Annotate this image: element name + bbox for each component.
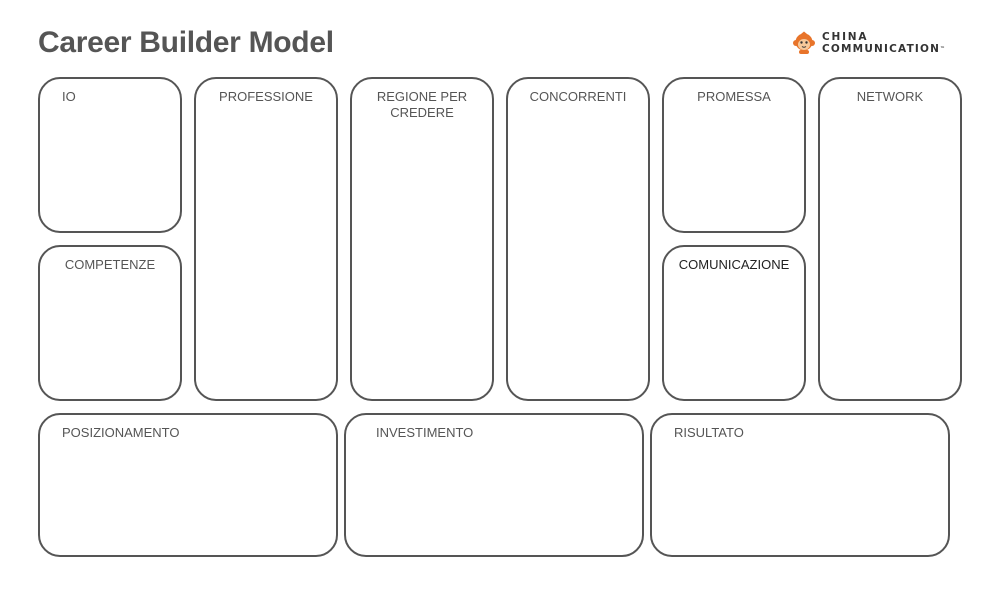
logo-line1: CHINA (822, 31, 869, 43)
block-concorrenti: CONCORRENTI (506, 77, 650, 401)
page-title: Career Builder Model (38, 26, 334, 59)
logo-line2: COMMUNICATION™ (822, 43, 945, 55)
block-regione-label: REGIONE PER CREDERE (376, 89, 468, 120)
block-comunicazione-label: COMUNICAZIONE (678, 257, 790, 272)
brand-logo: CHINA COMMUNICATION™ (792, 31, 945, 55)
block-concorrenti-label: CONCORRENTI (529, 89, 627, 104)
block-promessa-label: PROMESSA (697, 89, 771, 104)
block-investimento: INVESTIMENTO (344, 413, 644, 557)
block-risultato-label: RISULTATO (674, 425, 744, 440)
block-posizionamento: POSIZIONAMENTO (38, 413, 338, 557)
block-io-label: IO (62, 89, 76, 104)
logo-line2-text: COMMUNICATION (822, 43, 941, 55)
block-posizionamento-label: POSIZIONAMENTO (62, 425, 180, 440)
monkey-mascot-icon (793, 31, 815, 54)
block-professione: PROFESSIONE (194, 77, 338, 401)
block-risultato: RISULTATO (650, 413, 950, 557)
trademark-mark: ™ (940, 46, 946, 52)
block-regione-per-credere: REGIONE PER CREDERE (350, 77, 494, 401)
block-investimento-label: INVESTIMENTO (376, 425, 474, 440)
block-promessa: PROMESSA (662, 77, 806, 233)
block-network: NETWORK (818, 77, 962, 401)
block-competenze-label: COMPETENZE (64, 257, 156, 272)
logo-text: CHINA COMMUNICATION™ (822, 31, 945, 55)
block-competenze: COMPETENZE (38, 245, 182, 401)
block-io: IO (38, 77, 182, 233)
block-network-label: NETWORK (856, 89, 924, 104)
block-professione-label: PROFESSIONE (219, 89, 313, 104)
block-comunicazione: COMUNICAZIONE (662, 245, 806, 401)
